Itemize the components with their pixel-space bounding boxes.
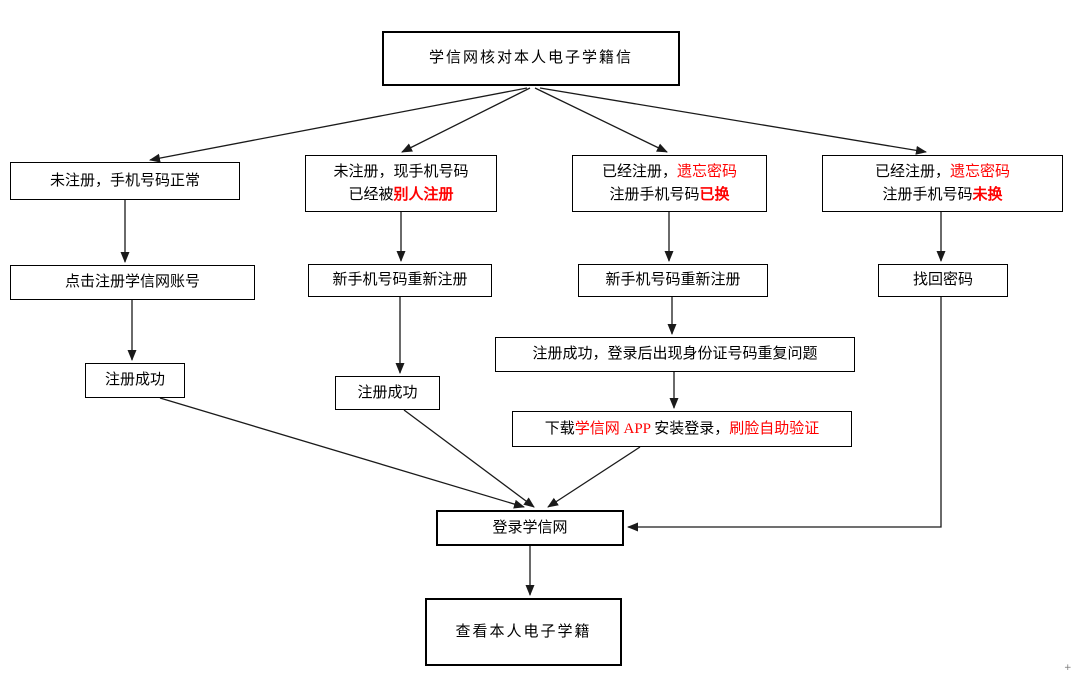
node-login-chsi: 登录学信网 — [436, 510, 624, 546]
node-text-line: 未注册，现手机号码 — [333, 161, 468, 184]
node-text-segment: 查看本人电子学籍 — [455, 623, 592, 640]
node-text-line: 注册手机号码未换 — [882, 184, 1002, 207]
node-text-segment: 已经被 — [348, 186, 394, 203]
node-text-line: 已经被别人注册 — [348, 184, 453, 207]
node-text-segment: 未换 — [972, 186, 1003, 203]
node-text-segment: 新手机号码重新注册 — [605, 272, 741, 288]
node-text-segment: 已经注册， — [601, 163, 677, 180]
node-text-segment: 别人注册 — [393, 186, 454, 203]
node-text-segment: 登录学信网 — [492, 519, 568, 536]
node-text-line: 查看本人电子学籍 — [455, 621, 591, 644]
node-text-segment: 安装登录， — [650, 420, 730, 437]
node-text-line: 点击注册学信网账号 — [65, 271, 200, 294]
node-text-segment: 注册手机号码 — [609, 186, 700, 203]
node-text-segment: 注册成功 — [104, 372, 165, 388]
node-text-line: 注册手机号码已换 — [609, 184, 729, 207]
node-registered-forgot-password-phone-changed: 已经注册，遗忘密码注册手机号码已换 — [572, 155, 767, 212]
node-retrieve-password: 找回密码 — [878, 264, 1008, 297]
node-text-segment: 下载 — [544, 420, 575, 437]
node-chsi-verify-enrollment: 学信网核对本人电子学籍信 — [382, 31, 680, 86]
node-text-line: 下载学信网 APP 安装登录，刷脸自助验证 — [545, 418, 820, 441]
node-text-segment: 已经注册， — [874, 163, 950, 180]
arrow-success1-to-login — [159, 397, 525, 509]
node-text-line: 未注册，手机号码正常 — [50, 170, 200, 193]
node-text-line: 注册成功，登录后出现身份证号码重复问题 — [532, 343, 817, 366]
node-text-segment: 注册手机号码 — [882, 186, 973, 203]
node-download-app-face-verify: 下载学信网 APP 安装登录，刷脸自助验证 — [512, 411, 852, 447]
node-text-segment: 学信网 APP — [574, 420, 651, 437]
node-register-success-1: 注册成功 — [85, 363, 185, 398]
node-not-registered-phone-normal: 未注册，手机号码正常 — [10, 162, 240, 200]
node-register-success-2: 注册成功 — [335, 376, 440, 410]
node-not-registered-phone-taken: 未注册，现手机号码已经被别人注册 — [305, 155, 497, 212]
node-success-id-duplicate-issue: 注册成功，登录后出现身份证号码重复问题 — [495, 337, 855, 372]
node-text-segment: 遗忘密码 — [950, 163, 1011, 180]
node-text-segment: 未注册，手机号码正常 — [49, 172, 200, 189]
arrow-root-to-phone-unchanged — [539, 87, 927, 155]
node-click-register-account: 点击注册学信网账号 — [10, 265, 255, 300]
node-text-segment: 遗忘密码 — [677, 163, 738, 180]
node-text-segment: 点击注册学信网账号 — [64, 274, 200, 290]
arrow-root-to-phone-changed — [534, 87, 668, 153]
node-reregister-new-phone-1: 新手机号码重新注册 — [308, 264, 492, 297]
stray-plus-mark: + — [1064, 663, 1072, 673]
arrow-download-app-to-login — [547, 446, 641, 508]
arrow-root-to-phone-taken — [401, 87, 531, 153]
node-reregister-new-phone-2: 新手机号码重新注册 — [578, 264, 768, 297]
node-text-segment: 注册成功 — [357, 384, 418, 401]
node-text-segment: 刷脸自助验证 — [729, 420, 820, 437]
arrow-retrieve-password-to-login — [627, 297, 942, 532]
node-text-line: 注册成功 — [105, 369, 165, 392]
arrow-root-to-phone-normal — [149, 87, 528, 163]
node-text-line: 新手机号码重新注册 — [332, 269, 467, 292]
node-text-line: 找回密码 — [913, 269, 973, 292]
node-text-segment: 已换 — [699, 186, 730, 203]
node-text-line: 登录学信网 — [492, 517, 567, 540]
node-text-line: 学信网核对本人电子学籍信 — [429, 47, 633, 70]
node-text-segment: 新手机号码重新注册 — [332, 272, 468, 288]
node-text-segment: 学信网核对本人电子学籍信 — [428, 50, 633, 66]
arrow-success2-to-login — [403, 409, 535, 508]
node-text-line: 已经注册，遗忘密码 — [602, 161, 737, 184]
node-registered-forgot-password-phone-unchanged: 已经注册，遗忘密码注册手机号码未换 — [822, 155, 1063, 212]
node-text-line: 注册成功 — [357, 382, 417, 405]
node-text-segment: 找回密码 — [912, 272, 973, 288]
node-view-enrollment: 查看本人电子学籍 — [425, 598, 622, 666]
node-text-line: 已经注册，遗忘密码 — [875, 161, 1010, 184]
node-text-segment: 注册成功，登录后出现身份证号码重复问题 — [532, 346, 818, 362]
node-text-line: 新手机号码重新注册 — [605, 269, 740, 292]
node-text-segment: 未注册，现手机号码 — [333, 163, 469, 180]
